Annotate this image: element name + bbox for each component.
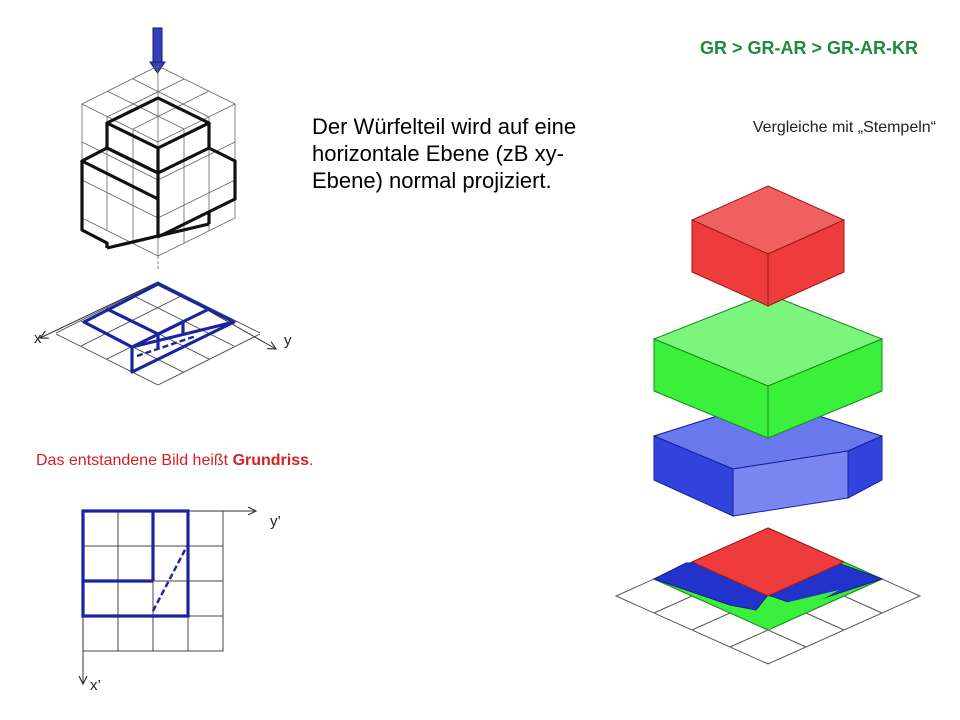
caption-suffix: . xyxy=(309,452,314,469)
stamp-footprint xyxy=(652,527,884,631)
stamp-green xyxy=(652,293,884,439)
caption: Das entstandene Bild heißt Grundriss. xyxy=(36,452,456,470)
stamp-blue xyxy=(652,399,884,517)
projection-arrow xyxy=(149,27,166,74)
axis-label-y: y xyxy=(284,332,292,349)
grundriss-axes xyxy=(83,511,256,684)
stamp-red xyxy=(690,185,846,307)
caption-term: Grundriss xyxy=(232,452,310,469)
description-text: Der Würfelteil wird auf eine horizontale… xyxy=(312,114,577,193)
axis-label-x: x xyxy=(34,330,42,347)
grundriss-outline xyxy=(81,509,190,618)
cube-solid xyxy=(80,96,237,250)
compare-note: Vergleiche mit „Stempeln“ xyxy=(752,119,936,136)
breadcrumb[interactable]: GR > GR-AR > GR-AR-KR xyxy=(699,38,918,58)
projection-outline xyxy=(82,282,236,374)
caption-prefix: Das entstandene Bild heißt xyxy=(36,452,233,469)
axis-label-x-prime: x’ xyxy=(90,677,101,694)
axis-label-y-prime: y’ xyxy=(270,513,281,530)
